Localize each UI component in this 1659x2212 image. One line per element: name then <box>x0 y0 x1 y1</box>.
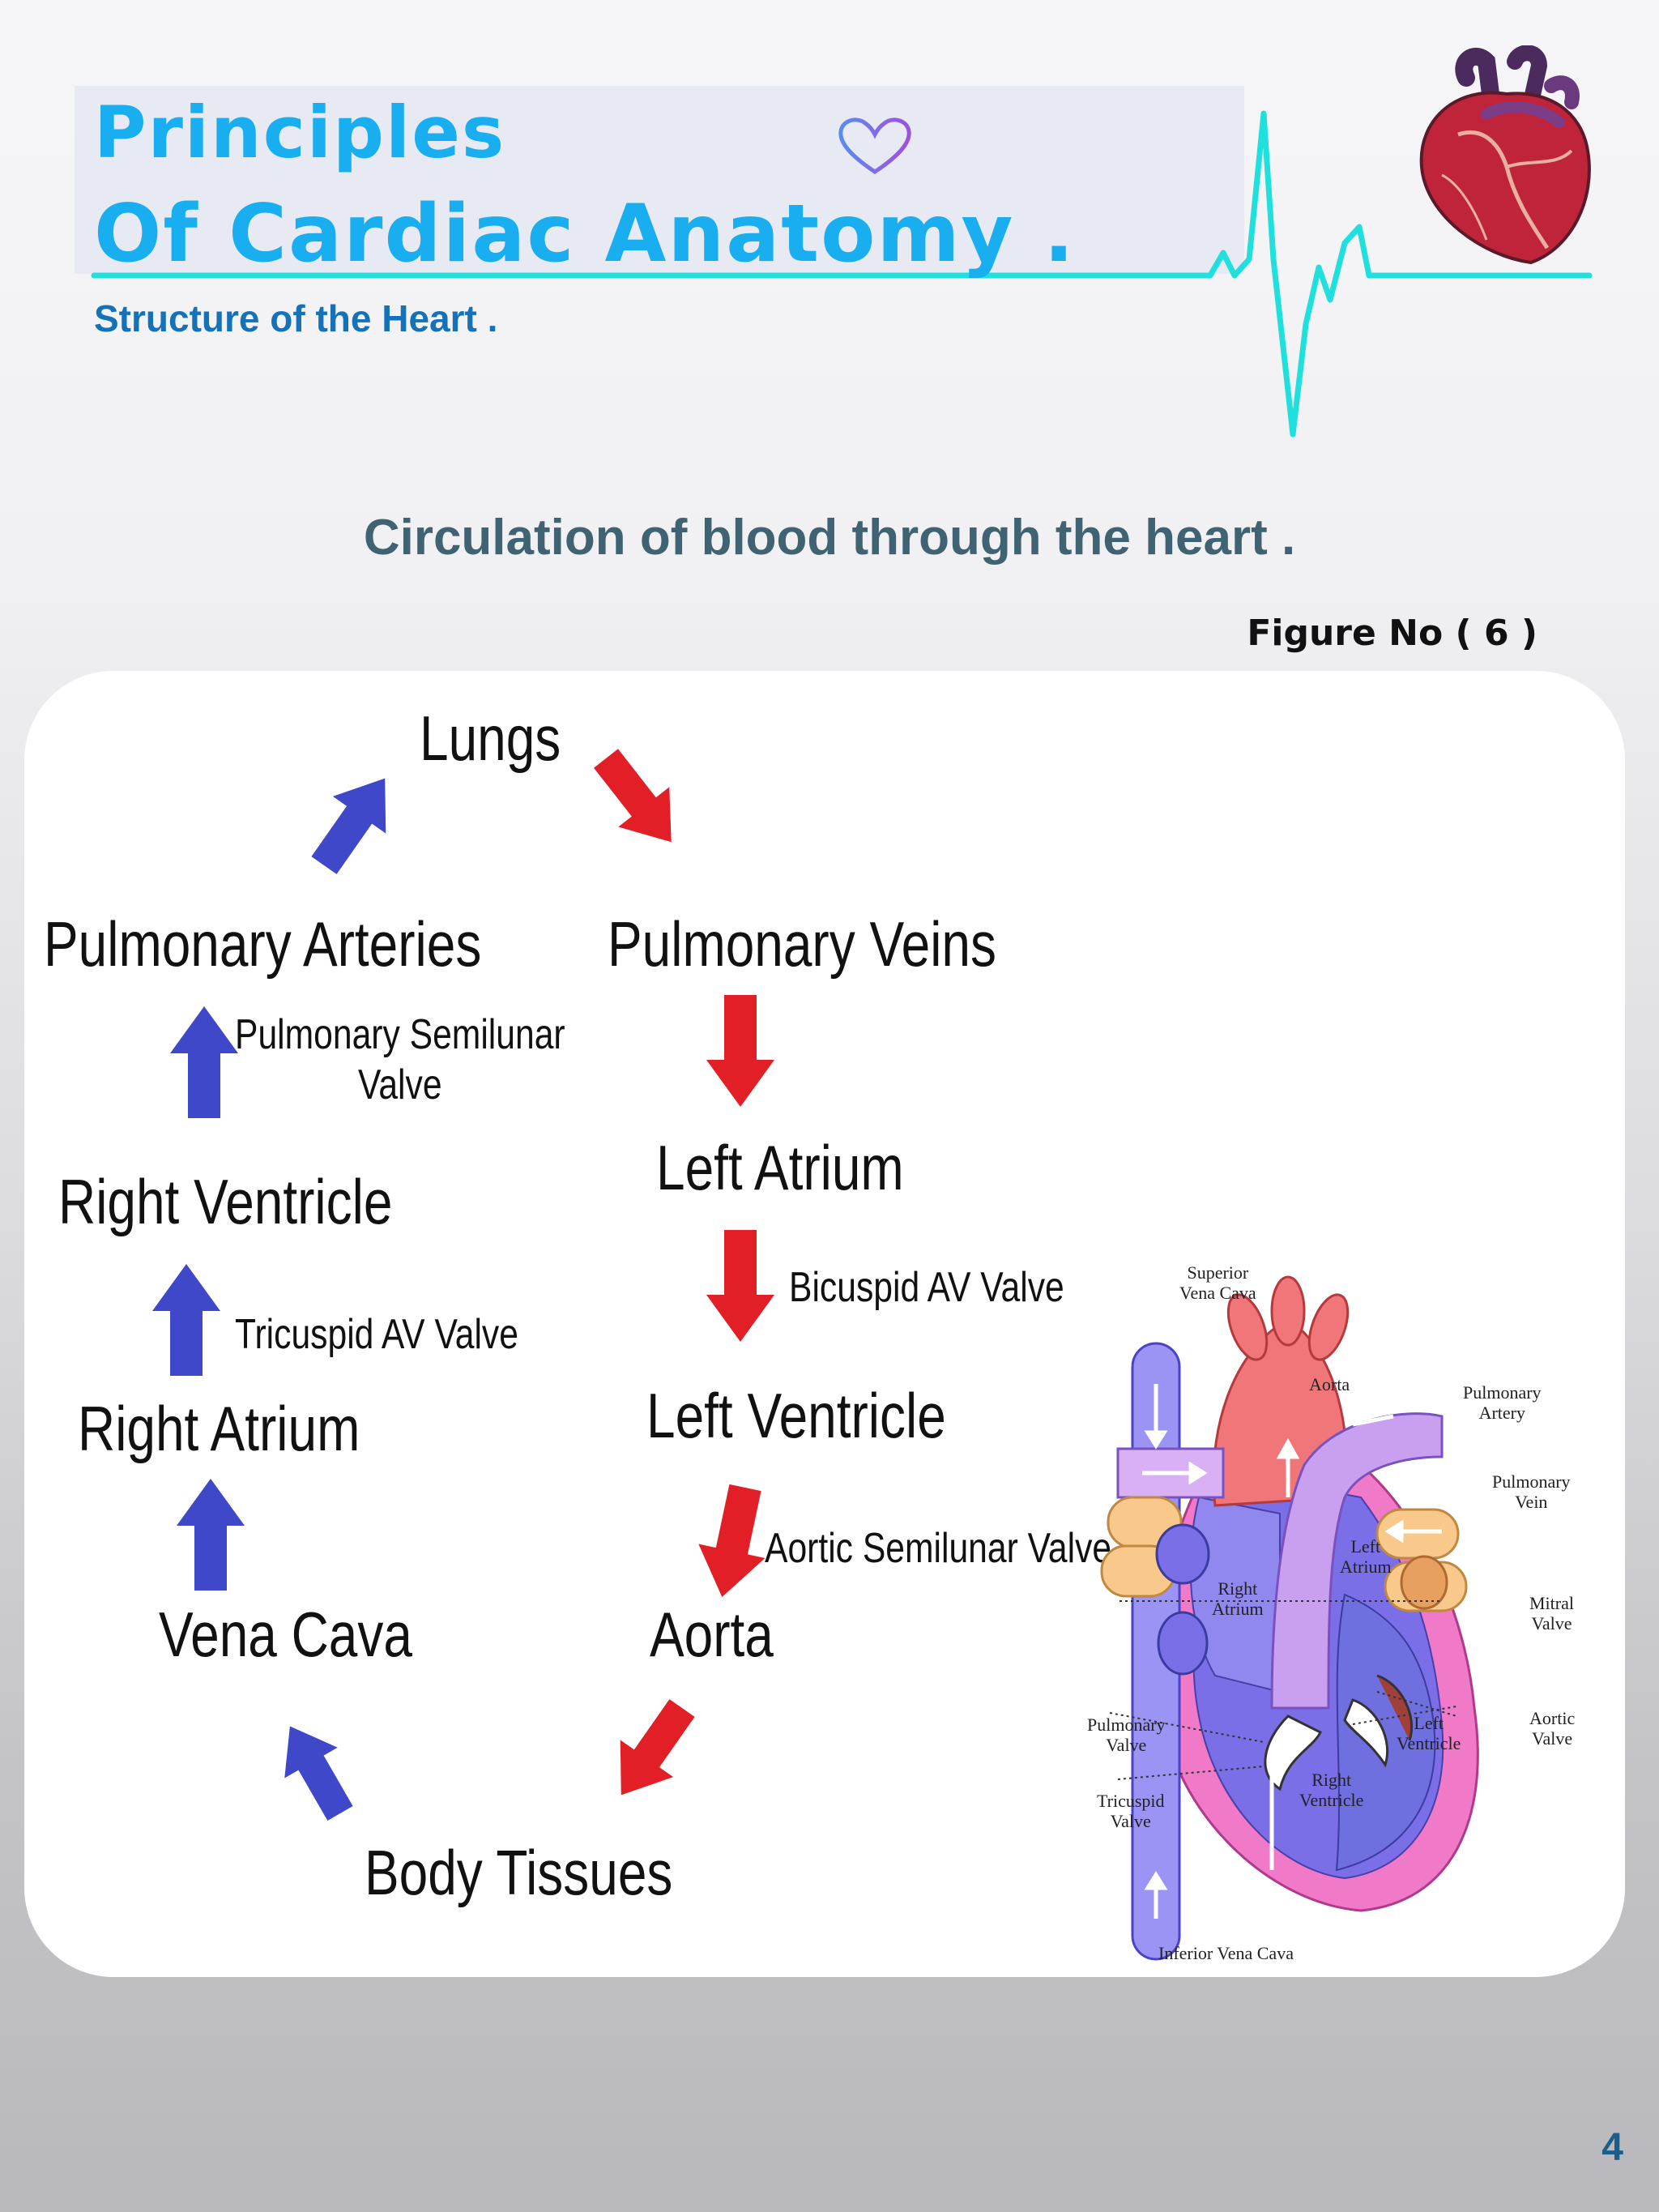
anatomy-label-superior-vena-cava: Superior Vena Cava <box>1179 1262 1256 1304</box>
anatomy-label-line: Superior <box>1187 1262 1249 1283</box>
figure-card: Lungs Pulmonary Arteries Pulmonary Veins… <box>24 671 1625 1977</box>
anatomy-label-line: Left <box>1414 1713 1444 1733</box>
anatomy-label-left-ventricle: Left Ventricle <box>1397 1713 1461 1754</box>
header-band <box>75 86 1244 274</box>
anatomy-label-line: Valve <box>1532 1728 1573 1749</box>
anatomy-label-line: Valve <box>1106 1735 1147 1756</box>
valve-label-pulmonary-semilunar: Pulmonary Semilunar Valve <box>235 1010 565 1111</box>
anatomy-label-line: Right <box>1218 1578 1258 1599</box>
anatomy-label-line: Ventricle <box>1299 1790 1364 1811</box>
anatomy-label-pulmonary-vein: Pulmonary Vein <box>1492 1471 1571 1513</box>
arrow-down-icon <box>706 995 774 1107</box>
anatomical-heart-icon <box>1419 45 1591 265</box>
flow-node-right-atrium: Right Atrium <box>78 1393 360 1464</box>
valve-label-line: Pulmonary Semilunar <box>235 1011 565 1058</box>
figure-label: Figure No ( 6 ) <box>1247 613 1537 654</box>
anatomy-label-aorta: Aorta <box>1309 1374 1350 1394</box>
arrow-diagonal-down-icon <box>595 1689 709 1814</box>
anatomy-label-line: Vein <box>1515 1492 1548 1513</box>
page-title-line-1: Principles <box>94 91 506 174</box>
anatomy-label-left-atrium: Left Atrium <box>1340 1536 1392 1578</box>
anatomy-label-pulmonary-artery: Pulmonary Artery <box>1463 1382 1542 1424</box>
section-heading: Circulation of blood through the heart . <box>363 510 1296 566</box>
arrow-up-icon <box>177 1479 245 1591</box>
anatomy-label-inferior-vena-cava: Inferior Vena Cava <box>1158 1943 1294 1963</box>
flow-node-aorta: Aorta <box>650 1599 774 1670</box>
flow-node-pulmonary-veins: Pulmonary Veins <box>608 908 996 980</box>
arrow-diagonal-up-icon <box>297 759 412 884</box>
flow-node-pulmonary-arteries: Pulmonary Arteries <box>44 908 482 980</box>
anatomy-label-line: Valve <box>1110 1811 1151 1832</box>
anatomy-label-line: Aortic <box>1529 1708 1576 1728</box>
anatomy-label-line: Pulmonary <box>1492 1471 1571 1492</box>
anatomy-label-mitral-valve: Mitral Valve <box>1529 1593 1574 1634</box>
flow-node-left-atrium: Left Atrium <box>656 1132 904 1203</box>
page-number: 4 <box>1601 2126 1623 2169</box>
valve-label-line: Valve <box>358 1061 442 1109</box>
heart-outline-icon <box>838 117 911 175</box>
anatomy-label-line: Valve <box>1531 1613 1572 1634</box>
anatomy-label-line: Vena Cava <box>1179 1283 1256 1304</box>
anatomy-label-line: Left <box>1350 1536 1381 1557</box>
page-title-line-2: Of Cardiac Anatomy . <box>94 188 1076 280</box>
anatomy-label-line: Artery <box>1478 1403 1525 1424</box>
arrow-diagonal-up-icon <box>263 1710 367 1829</box>
heart-cross-section-diagram <box>1100 1275 1479 1961</box>
valve-label-aortic-semilunar: Aortic Semilunar Valve <box>765 1525 1112 1572</box>
anatomy-label-right-atrium: Right Atrium <box>1212 1578 1264 1620</box>
anatomy-label-line: Tricuspid <box>1097 1791 1165 1811</box>
anatomy-label-line: Atrium <box>1212 1599 1264 1620</box>
anatomy-label-line: Atrium <box>1340 1557 1392 1578</box>
anatomy-label-aortic-valve: Aortic Valve <box>1529 1708 1575 1749</box>
flow-node-body-tissues: Body Tissues <box>365 1837 673 1908</box>
ecg-line-icon <box>91 110 1593 438</box>
flow-node-vena-cava: Vena Cava <box>159 1599 412 1670</box>
arrow-up-icon <box>152 1264 220 1376</box>
anatomy-label-line: Pulmonary <box>1087 1715 1166 1735</box>
arrow-down-icon <box>706 1230 774 1342</box>
valve-label-tricuspid: Tricuspid AV Valve <box>235 1311 518 1358</box>
flow-node-left-ventricle: Left Ventricle <box>646 1380 946 1451</box>
flow-node-lungs: Lungs <box>420 702 561 774</box>
anatomy-label-right-ventricle: Right Ventricle <box>1299 1770 1363 1811</box>
anatomy-label-line: Mitral <box>1529 1593 1574 1613</box>
anatomy-label-line: Pulmonary <box>1463 1382 1542 1403</box>
arrow-up-icon <box>170 1006 238 1118</box>
anatomy-label-pulmonary-valve: Pulmonary Valve <box>1087 1715 1166 1756</box>
arrow-diagonal-down-icon <box>580 738 697 862</box>
anatomy-label-tricuspid-valve: Tricuspid Valve <box>1097 1791 1165 1832</box>
anatomy-label-line: Right <box>1311 1770 1352 1790</box>
anatomy-label-line: Ventricle <box>1397 1733 1461 1754</box>
page-subtitle: Structure of the Heart . <box>94 297 498 339</box>
flow-node-right-ventricle: Right Ventricle <box>58 1166 393 1237</box>
valve-label-bicuspid: Bicuspid AV Valve <box>789 1264 1064 1311</box>
